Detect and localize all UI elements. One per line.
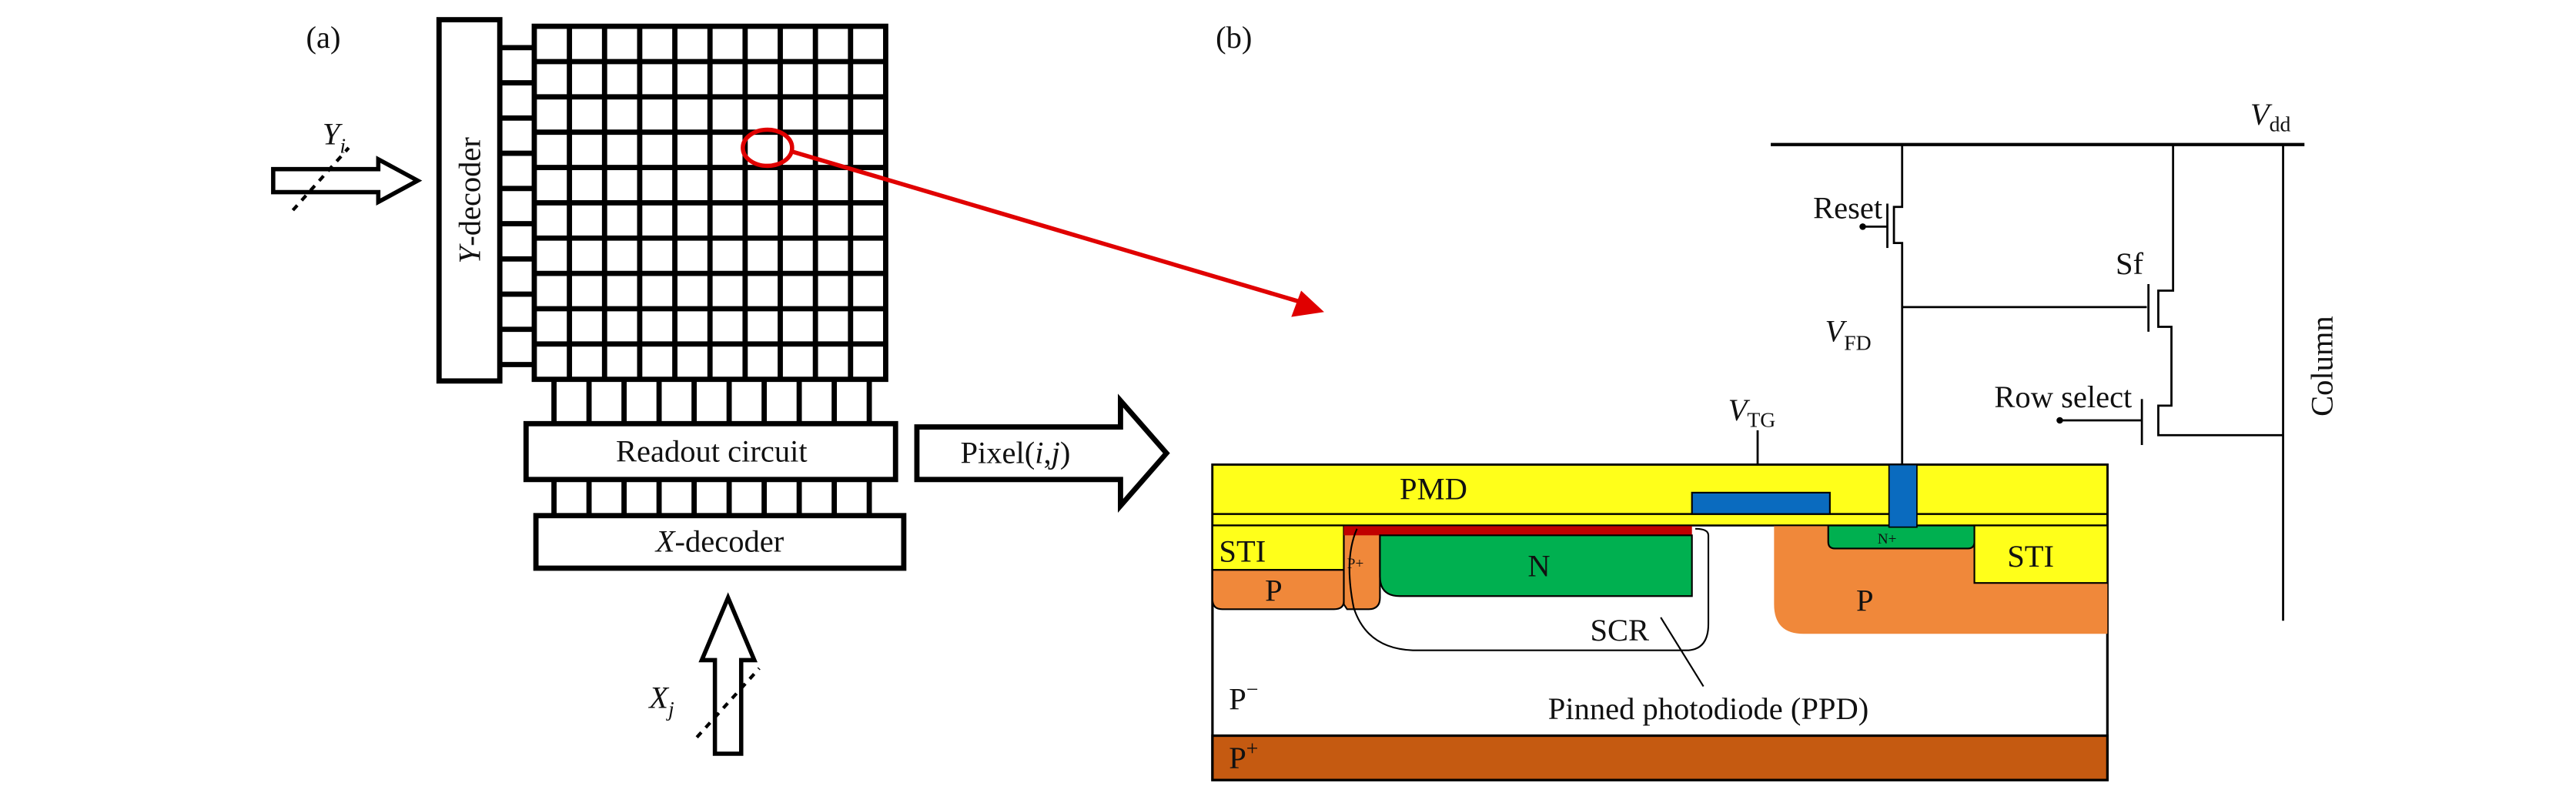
scr-outline [1348,527,1710,651]
p-plus-substrate [1211,734,2109,781]
p-left-label: P [1265,574,1283,608]
ppd-leader-line [1660,617,1705,688]
x-decoder-label: X-decoder [654,524,785,559]
pixel-output-label: Pixel(i,j) [960,435,1070,470]
xj-bus-slash [695,667,761,739]
scr-label: SCR [1590,613,1649,647]
ppd-label: Pinned photodiode (PPD) [1548,691,1868,726]
pixel-circuit: Vdd Reset VFD Sf Row select Column [1728,97,2340,621]
y-decoder-label: Y-decoder [453,137,487,264]
sti-right-label: STI [2007,539,2054,574]
pmd-layer [1211,463,2109,527]
row-select-terminal [2056,417,2063,424]
panel-b: (b) Vdd Reset VFD Sf Row select [1211,20,2340,781]
sf-rowselect-channel [2157,144,2283,437]
yi-bus-slash [291,146,350,212]
panel-b-label: (b) [1216,20,1252,55]
pixel-output-arrow [914,393,1170,514]
pmd-label: PMD [1400,471,1467,506]
sti-left-label: STI [1219,534,1266,568]
panel-a-label: (a) [306,20,341,55]
sti-left [1211,524,1345,571]
xj-input-arrow [698,592,758,756]
zoom-arrow-line [789,149,1302,305]
readout-circuit-box [523,420,898,483]
vfd-label: VFD [1825,314,1871,355]
xj-label: Xj [647,680,674,721]
panel-a: (a) Y-decoder Readout circuit X-decoder … [271,17,1324,756]
p-plus-region [1343,524,1381,611]
transfer-gate [1691,491,1831,515]
sf-label: Sf [2116,246,2144,281]
y-decoder-box [436,17,503,384]
pixel-array-grid [531,23,888,383]
pixel-cross-section: PMD STI P P+ N SCR N+ STI P [1211,463,2109,781]
reset-label: Reset [1813,191,1883,226]
p-right-label: P [1856,583,1874,617]
n-plus-label: N+ [1878,531,1897,547]
zoom-arrow-head [1291,290,1324,317]
selected-pixel-highlight [741,127,795,169]
row-connectors [500,45,534,367]
vtg-label: VTG [1728,393,1776,432]
readout-circuit-label: Readout circuit [616,433,808,468]
p-plus-substrate-label: P+ [1229,736,1258,775]
x-decoder-box [533,513,907,571]
pinning-layer [1343,525,1692,536]
fd-contact [1888,463,1918,528]
column-label: Column [2305,316,2340,417]
vdd-label: Vdd [2250,97,2291,136]
reset-terminal [1859,223,1866,230]
column-connectors [551,379,872,516]
n-label: N [1527,549,1550,584]
row-select-label: Row select [1994,380,2133,414]
n-region [1379,534,1693,597]
n-plus-floating-diffusion [1827,524,1975,550]
reset-transistor-channel [1892,144,1904,467]
p-plus-small-label: P+ [1347,556,1364,572]
yi-input-arrow [271,156,423,206]
yi-label: Yi [323,117,346,158]
p-minus-label: P− [1229,677,1258,716]
